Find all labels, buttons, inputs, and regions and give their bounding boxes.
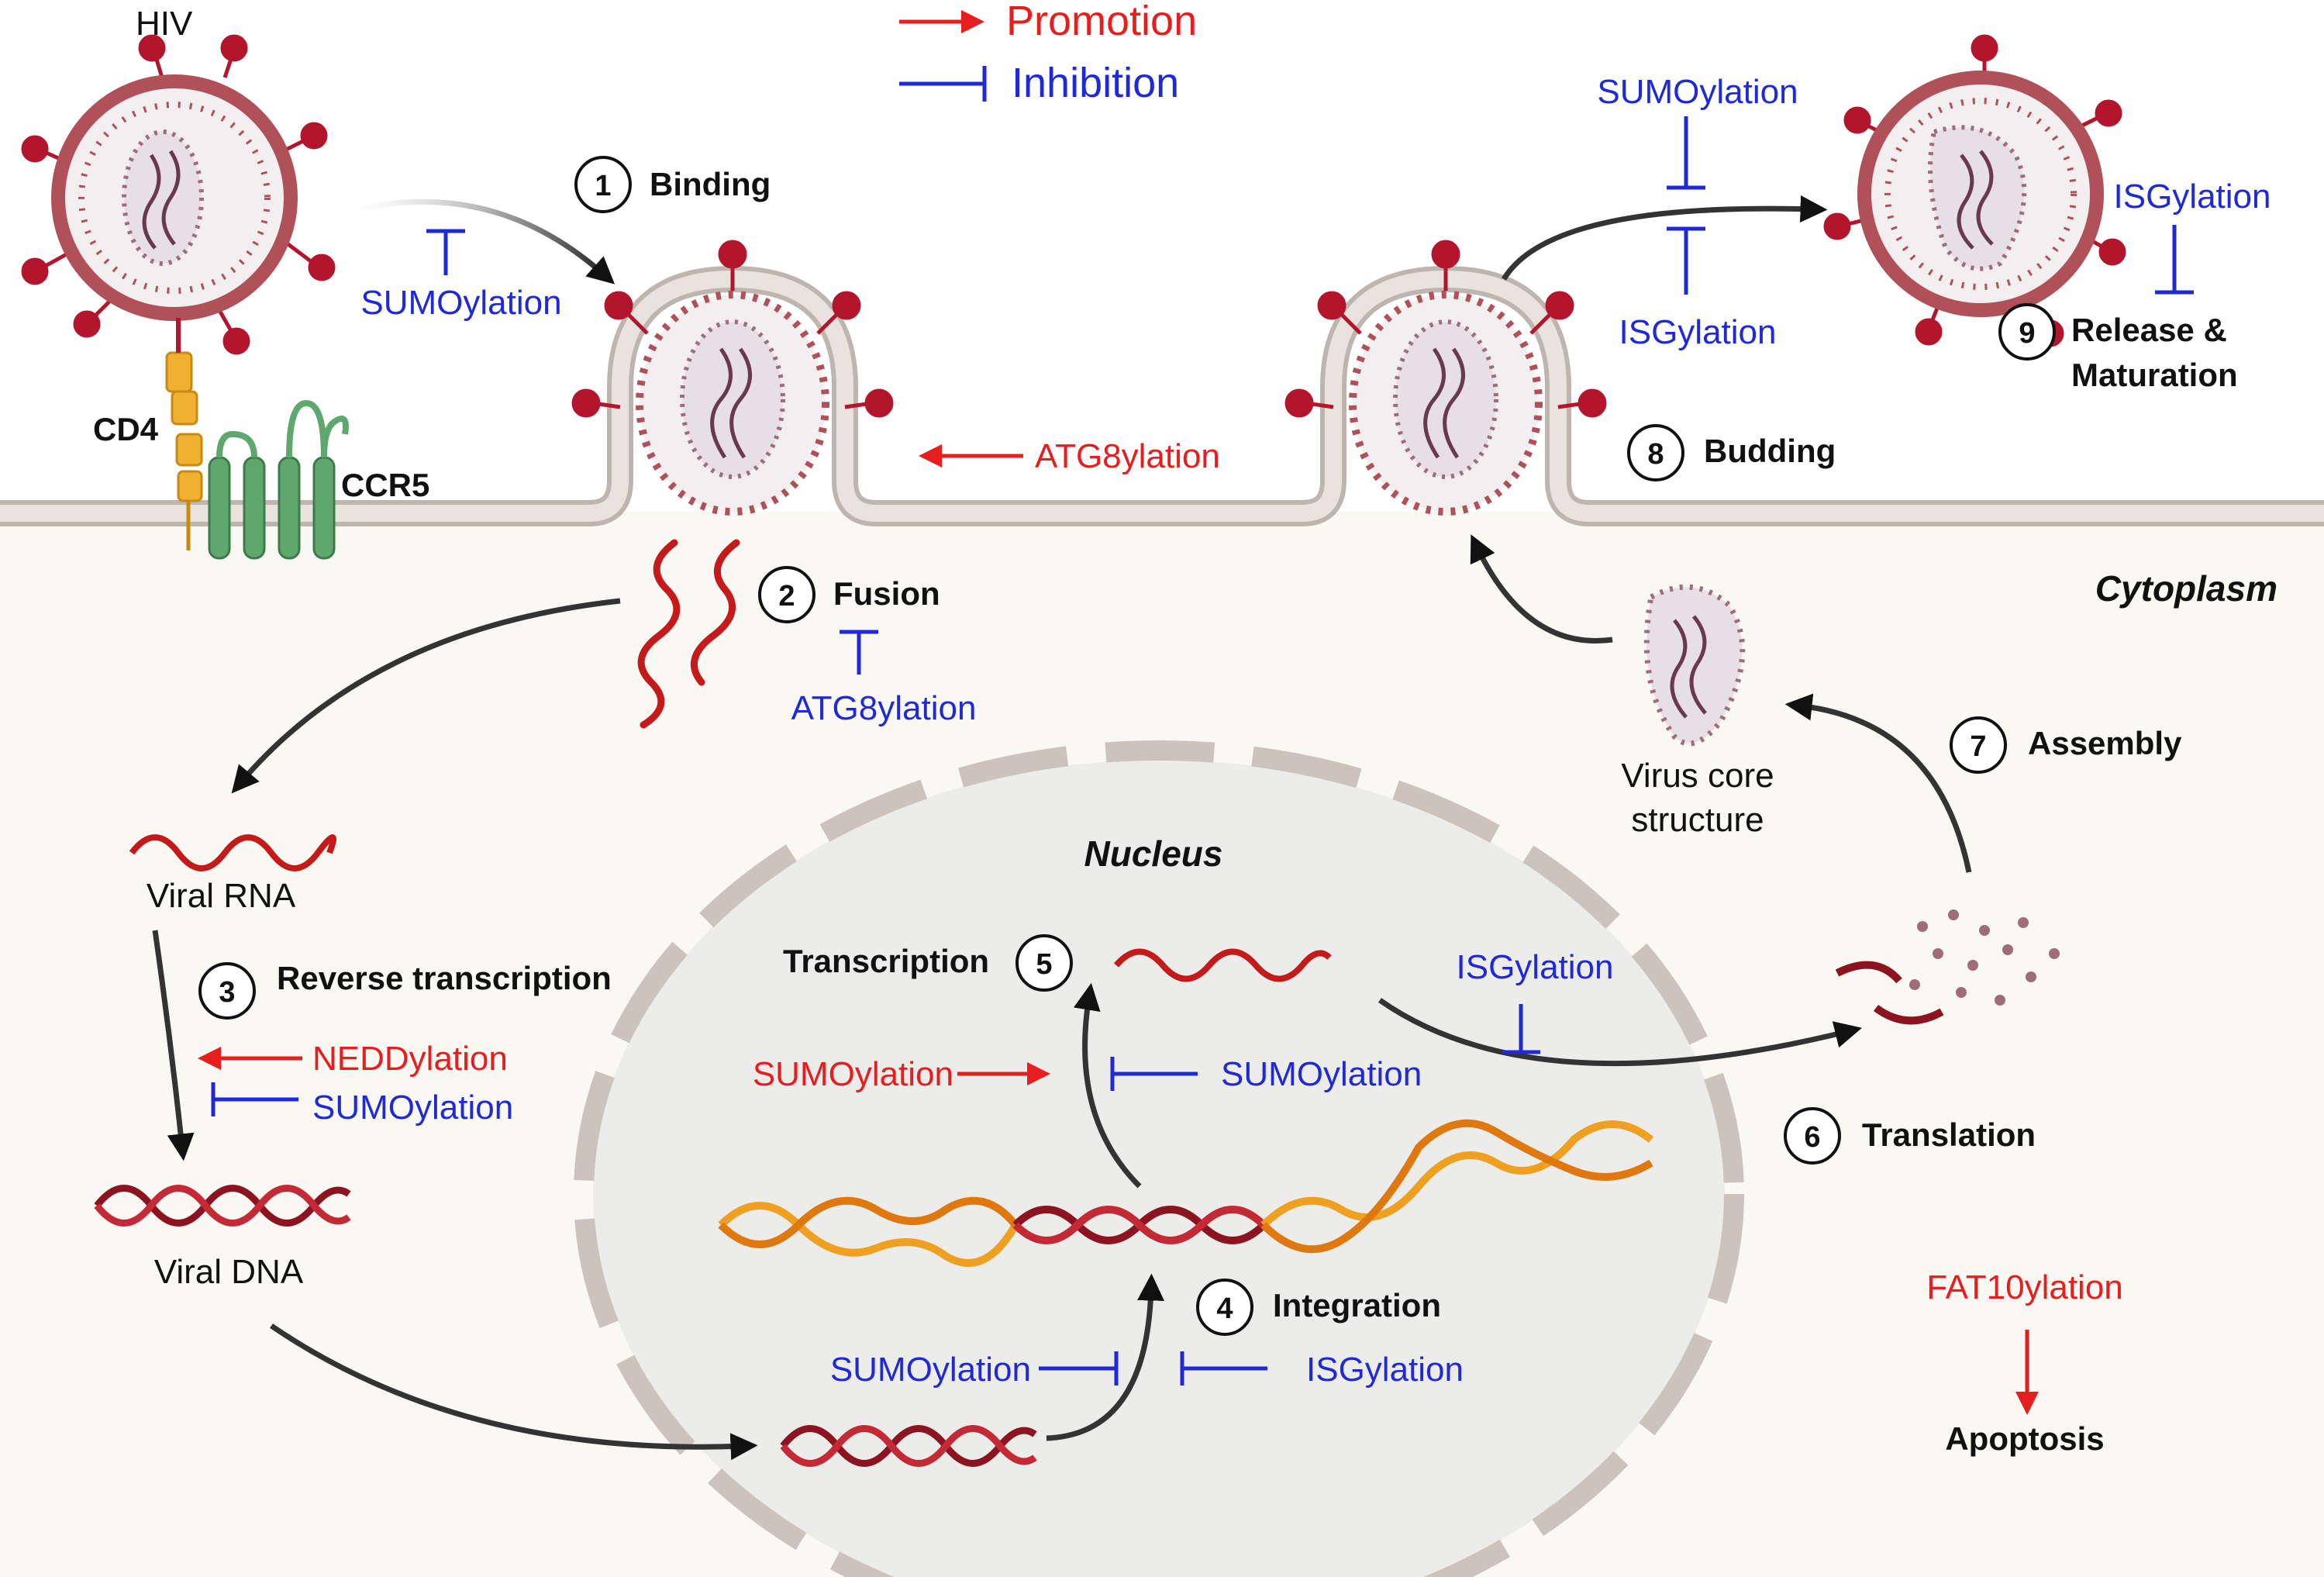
arrow-assembly	[1784, 693, 1972, 873]
nucleus-label: Nucleus	[1084, 833, 1223, 874]
arrow-hiv-to-binding	[356, 198, 615, 285]
step-6: 6 Translation	[1784, 1107, 2036, 1165]
svg-text:7: 7	[1970, 730, 1986, 763]
arrow-rna-to-dna	[152, 930, 195, 1161]
svg-text:8: 8	[1647, 438, 1664, 471]
arrow-fusion-to-rna	[231, 598, 621, 794]
rt-nedd-label: NEDDylation	[312, 1040, 508, 1078]
step-4: 4 Integration	[1196, 1279, 1441, 1336]
svg-text:9: 9	[2019, 317, 2035, 350]
step-7: 7 Assembly	[1950, 716, 2182, 774]
cytoplasm-label: Cytoplasm	[2095, 568, 2277, 609]
svg-text:5: 5	[1036, 948, 1052, 981]
virus-core-label-1: Virus core	[1621, 757, 1774, 795]
step-6-label: Translation	[1862, 1116, 2036, 1153]
legend: Promotion Inhibition	[899, 0, 1197, 106]
mature-virion-icon	[1823, 34, 2126, 347]
modifier-marks	[198, 116, 2194, 1415]
svg-text:3: 3	[219, 976, 235, 1009]
step-5-label: Transcription	[783, 943, 989, 979]
legend-inhibition: Inhibition	[1012, 60, 1179, 106]
transcription-sumo-promotion-label: SUMOylation	[753, 1055, 953, 1093]
nucleus	[574, 740, 1744, 1577]
step-7-label: Assembly	[2028, 725, 2182, 761]
release-isg-label: ISGylation	[2114, 178, 2271, 216]
step-3: 3 Reverse transcription	[198, 960, 612, 1020]
mrna-icon	[1113, 948, 1332, 982]
binding-virion-icon	[571, 240, 894, 516]
transcription-sumo-inhibition-label: SUMOylation	[1221, 1055, 1422, 1093]
integration-sumo-label: SUMOylation	[830, 1351, 1031, 1389]
step-3-label: Reverse transcription	[277, 960, 612, 996]
step-9-label-2: Maturation	[2071, 357, 2238, 393]
translation-peptide-icon	[1835, 909, 2060, 1025]
arrow-release	[1502, 195, 1828, 281]
ccr5-label: CCR5	[341, 467, 429, 503]
virus-core-label-2: structure	[1631, 801, 1764, 839]
rt-sumo-label: SUMOylation	[312, 1089, 513, 1127]
arrow-transcription	[1073, 982, 1142, 1189]
step-5: 5 Transcription	[783, 934, 1073, 992]
svg-text:6: 6	[1804, 1121, 1820, 1154]
budding-isg-label: ISGylation	[1619, 313, 1777, 351]
step-4-label: Integration	[1273, 1287, 1441, 1323]
host-chromosome-icon	[718, 1119, 1654, 1267]
arrow-translation	[1378, 998, 1862, 1067]
svg-text:2: 2	[778, 580, 795, 613]
step-2-label: Fusion	[833, 575, 940, 612]
plasma-membrane	[0, 265, 2324, 526]
hiv-virion-icon	[21, 34, 336, 355]
step-1: 1 Binding	[574, 156, 771, 213]
viral-rna-label: Viral RNA	[147, 877, 296, 915]
step-9: 9 Release & Maturation	[1998, 303, 2238, 393]
step-8: 8 Budding	[1627, 424, 1836, 481]
virus-core-icon	[1643, 584, 1746, 747]
translation-isg-label: ISGylation	[1457, 948, 1614, 986]
fusion-atg8-label: ATG8ylation	[791, 689, 977, 727]
budding-sumo-label: SUMOylation	[1597, 73, 1798, 111]
step-9-label-1: Release &	[2071, 312, 2227, 348]
cd4-label: CD4	[93, 411, 159, 447]
hiv-label: HIV	[136, 5, 193, 43]
budding-virion-icon	[1284, 240, 1607, 516]
viral-dna-label: Viral DNA	[154, 1253, 304, 1291]
arrow-dna-to-nucleus	[270, 1323, 758, 1461]
legend-promotion: Promotion	[1006, 0, 1197, 44]
svg-text:1: 1	[595, 170, 611, 202]
svg-text:4: 4	[1216, 1292, 1233, 1325]
integration-isg-label: ISGylation	[1306, 1351, 1464, 1389]
arrow-integration	[1046, 1273, 1165, 1441]
step-1-label: Binding	[650, 166, 771, 202]
viral-rna-icon	[129, 834, 336, 871]
step-8-label: Budding	[1704, 433, 1836, 469]
integration-dna-icon	[780, 1425, 1037, 1467]
step-2: 2 Fusion	[758, 566, 940, 623]
arrow-to-budding	[1470, 534, 1613, 644]
fusion-rna-icon	[637, 539, 740, 729]
cd4-receptor-icon	[165, 318, 203, 550]
apoptosis-label: Apoptosis	[1945, 1420, 2104, 1457]
binding-sumo-label: SUMOylation	[360, 284, 561, 322]
fat10-label: FAT10ylation	[1926, 1268, 2123, 1306]
lifecycle-arrows	[152, 195, 1972, 1461]
atg8-promotion-label: ATG8ylation	[1035, 437, 1220, 475]
viral-dna-icon	[94, 1185, 351, 1227]
ccr5-receptor-icon	[208, 399, 349, 560]
